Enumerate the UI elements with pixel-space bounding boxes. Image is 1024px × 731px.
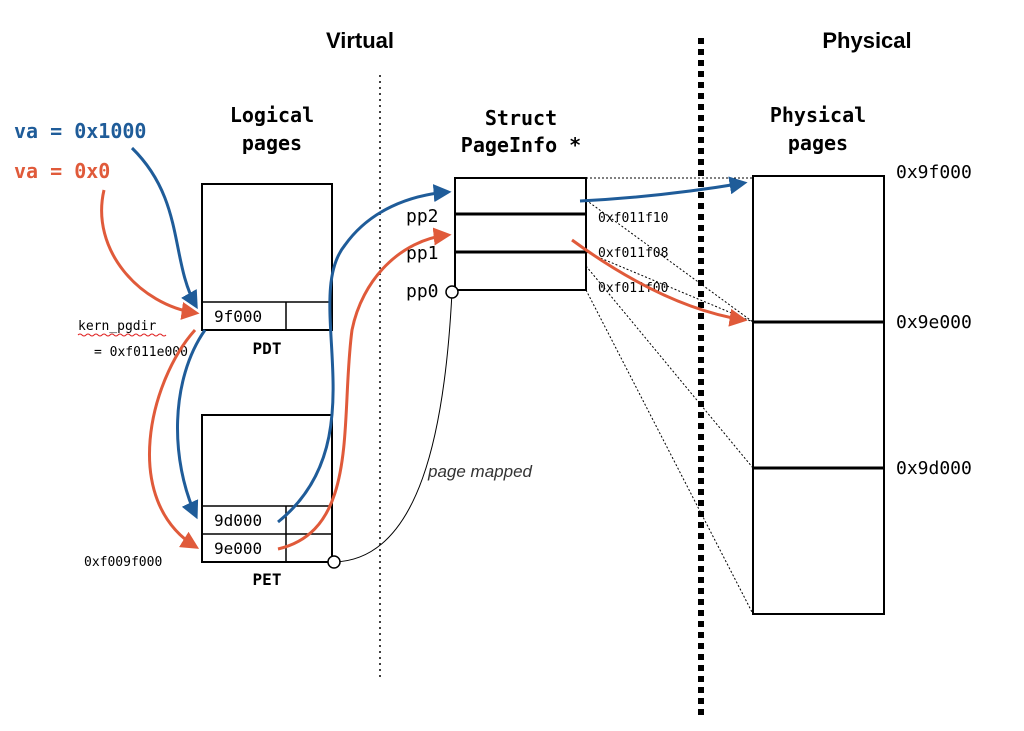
- kern-pgdir-value: = 0xf011e000: [94, 345, 188, 360]
- pageinfo-title-line2: PageInfo *: [461, 133, 581, 157]
- pageinfo-slot-pp1: pp1: [406, 243, 439, 264]
- pageinfo-title-line1: Struct: [485, 106, 557, 130]
- page-mapped-label: page mapped: [427, 462, 533, 481]
- pet-table: [201, 414, 333, 563]
- blue-arrows: [130, 146, 748, 524]
- blue-arrow-pet-to-pp2: [277, 184, 452, 524]
- red-arrows: [100, 189, 748, 551]
- pet-address: 0xf009f000: [84, 555, 162, 570]
- pdt-entry: 9f000: [214, 307, 262, 326]
- red-arrow-va-to-pdt: [100, 189, 200, 320]
- kern-pgdir-name: kern_pgdir: [78, 319, 156, 334]
- physical-pages-title-line1: Physical: [770, 103, 866, 127]
- blue-arrow-pp2-to-phys: [579, 176, 748, 203]
- physical-address-9e000: 0x9e000: [896, 312, 972, 333]
- dotted-mapping-lines: [585, 177, 754, 615]
- physical-pages-title-line2: pages: [788, 131, 848, 155]
- red-arrow-pet-to-pp1: [277, 227, 452, 551]
- pet-entry-connector-circle: [327, 555, 341, 569]
- physical-pages-block: [752, 175, 885, 615]
- pp0-connector-circle: [445, 285, 459, 299]
- pageinfo-slot-pp2: pp2: [406, 206, 439, 227]
- pdt-table: [201, 183, 333, 331]
- pageinfo-address-f08: 0xf011f08: [598, 246, 668, 261]
- logical-pages-title-line2: pages: [242, 131, 302, 155]
- pageinfo-address-f00: 0xf011f00: [598, 281, 668, 296]
- logical-pages-title-line1: Logical: [230, 103, 314, 127]
- pet-label: PET: [253, 570, 282, 589]
- pageinfo-slot-pp0: pp0: [406, 281, 439, 302]
- virtual-heading: Virtual: [326, 28, 394, 53]
- page-mapped-link: [333, 291, 453, 563]
- physical-address-9f000: 0x9f000: [896, 162, 972, 183]
- red-arrow-pp1-to-phys: [571, 238, 748, 327]
- blue-arrow-va-to-pdt: [130, 146, 198, 310]
- pet-entry-9e000: 9e000: [214, 539, 262, 558]
- pdt-label: PDT: [253, 339, 282, 358]
- pageinfo-address-f10: 0xf011f10: [598, 211, 668, 226]
- va-0x1000-label: va = 0x1000: [14, 119, 146, 143]
- red-arrow-pdt-to-pet: [148, 328, 200, 549]
- pageinfo-array: [454, 177, 587, 291]
- va-0x0-label: va = 0x0: [14, 159, 110, 183]
- pet-entry-9d000: 9d000: [214, 511, 262, 530]
- physical-address-9d000: 0x9d000: [896, 458, 972, 479]
- spellcheck-underline: [77, 333, 167, 337]
- physical-heading: Physical: [822, 28, 911, 53]
- blue-arrow-pdt-to-pet: [176, 329, 207, 520]
